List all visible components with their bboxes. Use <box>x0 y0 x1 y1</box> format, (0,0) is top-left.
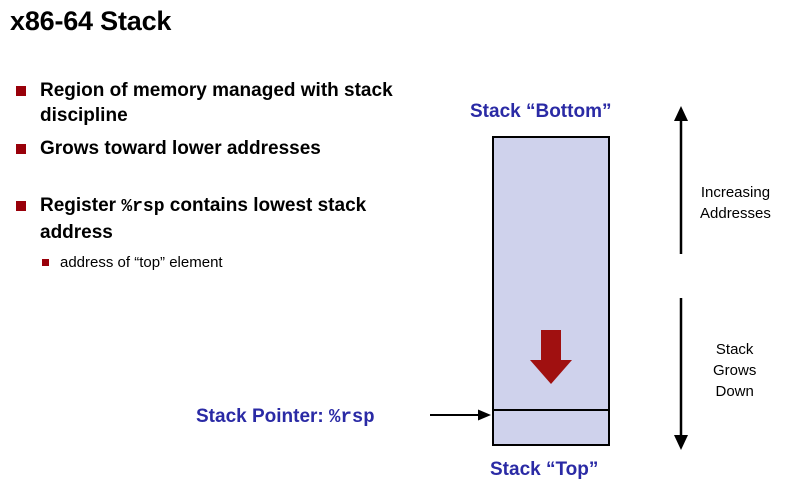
list-item-label-pre: Register <box>40 195 122 216</box>
stack-top-label: Stack “Top” <box>490 459 599 480</box>
stack-pointer-text: Stack Pointer: <box>196 406 330 427</box>
stack-region-box <box>492 136 610 446</box>
list-item: Register %rsp contains lowest stack addr… <box>12 193 412 245</box>
stack-grows-down-label: Stack Grows Down <box>713 339 756 402</box>
list-item-label: Region of memory managed with stack disc… <box>40 80 393 126</box>
bullet-square-icon <box>16 86 26 96</box>
stack-pointer-register: %rsp <box>329 406 375 428</box>
stack-top-divider <box>492 409 610 411</box>
list-item-label: Grows toward lower addresses <box>40 138 321 159</box>
list-item-sub: address of “top” element <box>12 252 412 273</box>
stack-grows-down-arrow-icon <box>674 298 688 450</box>
stack-pointer-label: Stack Pointer: %rsp <box>196 406 375 428</box>
stack-bottom-label: Stack “Bottom” <box>470 101 612 122</box>
bullet-list: Region of memory managed with stack disc… <box>12 78 412 273</box>
stack-growth-arrow-icon <box>530 330 572 384</box>
bullet-square-icon <box>42 259 49 266</box>
list-item-sub-label: address of “top” element <box>60 254 223 271</box>
bullet-square-icon <box>16 144 26 154</box>
list-item: Grows toward lower addresses <box>12 136 412 161</box>
register-code: %rsp <box>121 197 165 217</box>
increasing-addresses-arrow-icon <box>674 106 688 254</box>
bullet-square-icon <box>16 201 26 211</box>
stack-grows-down-line2: Grows <box>713 362 757 379</box>
increasing-addresses-line1: Increasing <box>700 184 771 201</box>
page-title: x86-64 Stack <box>10 6 172 36</box>
list-item-label-post: contains lowest stack address <box>40 195 367 243</box>
list-item: Region of memory managed with stack disc… <box>12 78 412 128</box>
stack-grows-down-line1: Stack <box>715 341 754 358</box>
increasing-addresses-line2: Addresses <box>700 205 771 222</box>
stack-pointer-arrow-icon <box>430 409 491 421</box>
stack-grows-down-line3: Down <box>715 383 754 400</box>
increasing-addresses-label: Increasing Addresses <box>700 182 771 224</box>
